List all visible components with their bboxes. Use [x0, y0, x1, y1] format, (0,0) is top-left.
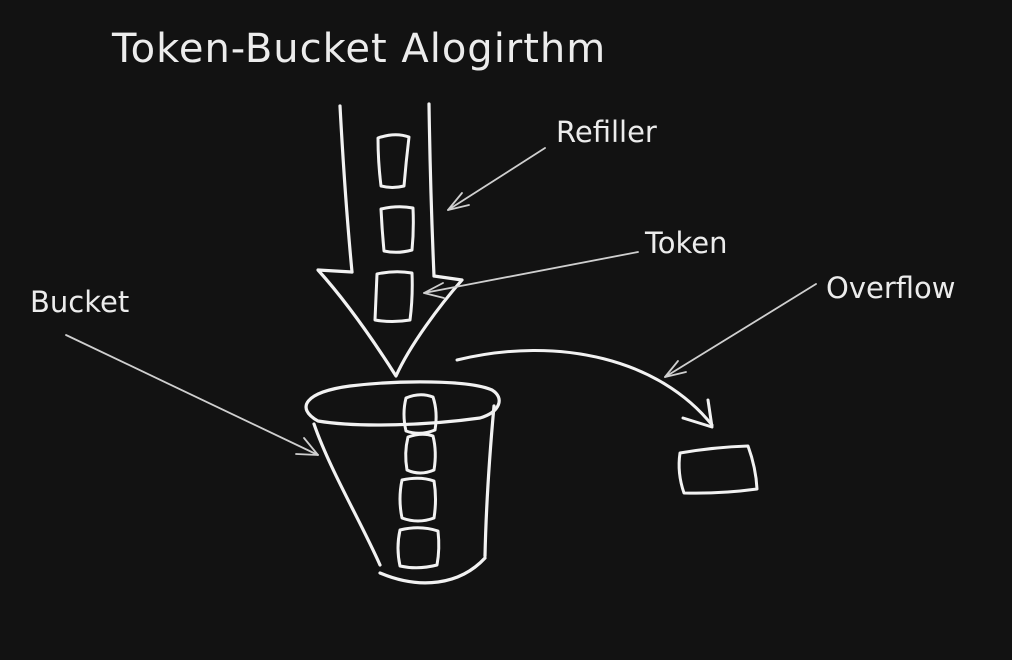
overflow-arrow [455, 349, 714, 429]
refiller-arrow [316, 102, 464, 378]
refiller-arrow-shaft-right [427, 102, 436, 278]
bucket-label: Bucket [30, 285, 129, 319]
token [404, 432, 437, 475]
token [373, 270, 414, 323]
token [379, 205, 415, 254]
bucket-bottom [378, 556, 487, 585]
bucket-right-side [483, 404, 496, 558]
token-label: Token [644, 226, 728, 260]
bucket-tokens [396, 393, 441, 570]
bucket-pointer [65, 334, 319, 456]
bucket-rim [304, 380, 501, 427]
overflow-arrow-head [681, 398, 714, 429]
token-pointer [423, 251, 639, 299]
diagram-title: Token-Bucket Alogirthm [111, 26, 606, 72]
token [402, 393, 438, 435]
refiller-arrow-head [316, 268, 464, 378]
token [398, 476, 437, 523]
token [376, 133, 411, 189]
refiller-pointer [447, 147, 546, 211]
bucket-left-side [312, 422, 382, 567]
overflow-arrow-curve [455, 349, 714, 427]
token [396, 526, 441, 570]
refiller-arrow-shaft-left [338, 104, 354, 274]
overflow-pointer [664, 283, 817, 378]
refiller-tokens [373, 133, 415, 323]
refiller-label: Refiller [556, 115, 657, 149]
overflow-label: Overflow [826, 271, 955, 305]
overflow-token [677, 444, 759, 495]
bucket [304, 380, 501, 585]
